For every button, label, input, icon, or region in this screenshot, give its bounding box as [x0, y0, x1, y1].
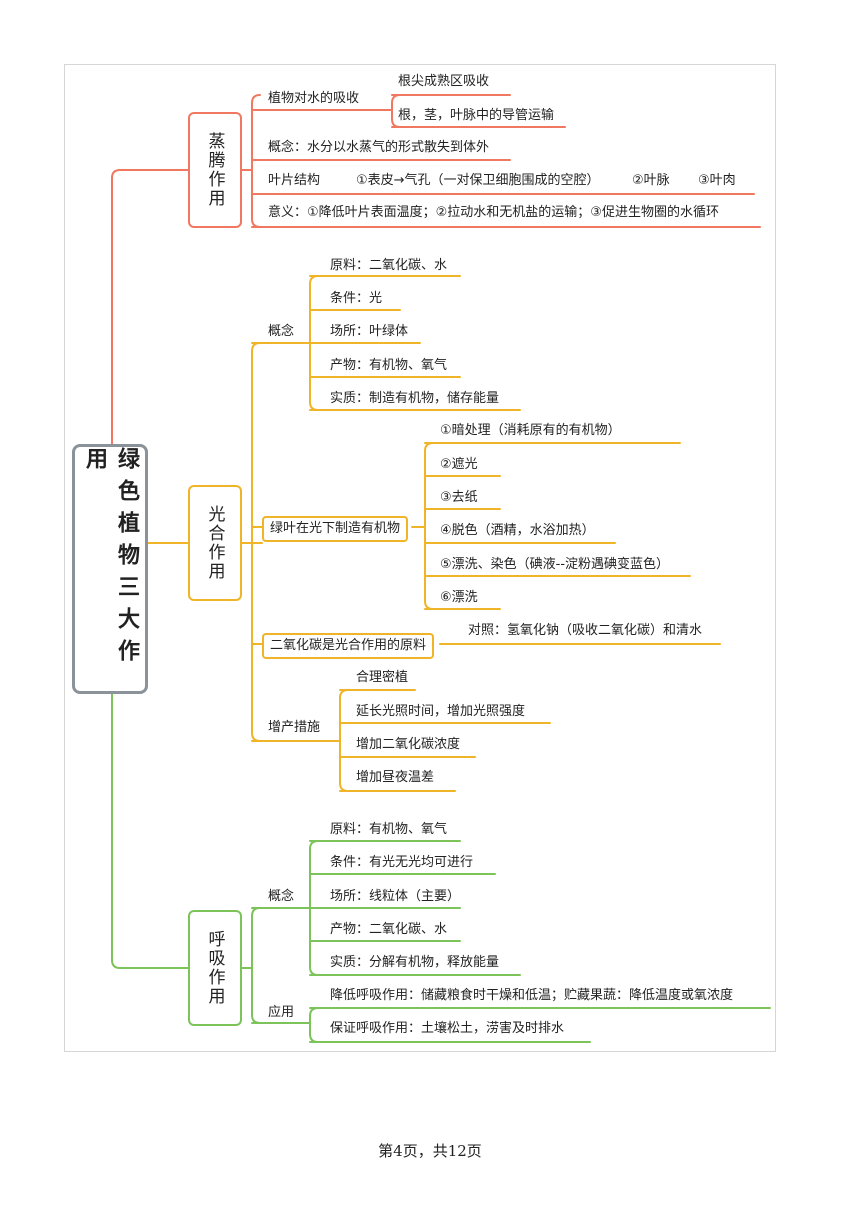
- leaf-structure-label: 叶片结构: [268, 173, 321, 188]
- absorb-label: 植物对水的吸收: [268, 91, 360, 106]
- resp-concept-item-1: 原料：有机物、氧气: [330, 822, 448, 837]
- page-footer: 第4页，共12页: [378, 1142, 482, 1160]
- experiment-step-4: ④脱色（酒精，水浴加热）: [440, 523, 595, 538]
- resp-concept-item-5: 实质：分解有机物，释放能量: [330, 955, 500, 970]
- leaf-part-3: ③叶肉: [698, 173, 736, 188]
- photo-concept-item-3: 场所：叶绿体: [330, 324, 409, 339]
- transpiration-title: 蒸腾作用: [204, 132, 225, 208]
- photo-concept-label: 概念: [268, 324, 295, 339]
- photo-concept-item-5: 实质：制造有机物，储存能量: [330, 391, 500, 406]
- application-item-2: 保证呼吸作用：土壤松土，涝害及时排水: [330, 1021, 565, 1036]
- experiment-step-1: ①暗处理（消耗原有的有机物）: [440, 423, 621, 438]
- absorb-item-2: 根，茎，叶脉中的导管运输: [398, 108, 555, 123]
- respiration-title: 呼吸作用: [204, 930, 225, 1006]
- yield-item-2: 延长光照时间，增加光照强度: [356, 704, 526, 719]
- experiment-step-5: ⑤漂洗、染色（碘液--淀粉遇碘变蓝色）: [440, 557, 670, 572]
- application-label: 应用: [268, 1005, 295, 1020]
- root-node: 绿色植物三大作用: [72, 444, 148, 694]
- co2-label: 二氧化碳是光合作用的原料: [262, 633, 435, 659]
- resp-concept-item-2: 条件：有光无光均可进行: [330, 855, 474, 870]
- transpiration-node: 蒸腾作用: [188, 112, 242, 228]
- diagram-frame: [64, 64, 776, 1052]
- yield-item-4: 增加昼夜温差: [356, 770, 435, 785]
- photo-concept-item-2: 条件：光: [330, 291, 383, 306]
- absorb-item-1: 根尖成熟区吸收: [398, 74, 490, 89]
- photosynthesis-title: 光合作用: [204, 505, 225, 581]
- co2-control: 对照：氢氧化钠（吸收二氧化碳）和清水: [468, 623, 703, 638]
- resp-concept-item-4: 产物：二氧化碳、水: [330, 922, 448, 937]
- experiment-step-3: ③去纸: [440, 490, 478, 505]
- application-item-1: 降低呼吸作用：储藏粮食时干燥和低温；贮藏果蔬：降低温度或氧浓度: [330, 988, 734, 1003]
- leaf-part-1: ①表皮→气孔（一对保卫细胞围成的空腔）: [356, 173, 600, 188]
- leaf-part-2: ②叶脉: [632, 173, 670, 188]
- transpiration-meaning: 意义：①降低叶片表面温度；②拉动水和无机盐的运输；③促进生物圈的水循环: [268, 205, 719, 220]
- photo-concept-item-4: 产物：有机物、氧气: [330, 358, 448, 373]
- experiment-label: 绿叶在光下制造有机物: [262, 516, 409, 542]
- photosynthesis-node: 光合作用: [188, 485, 242, 601]
- experiment-step-6: ⑥漂洗: [440, 590, 478, 605]
- photo-concept-item-1: 原料：二氧化碳、水: [330, 258, 448, 273]
- transpiration-concept: 概念：水分以水蒸气的形式散失到体外: [268, 140, 490, 155]
- yield-item-1: 合理密植: [356, 670, 409, 685]
- resp-concept-item-3: 场所：线粒体（主要）: [330, 889, 461, 904]
- respiration-node: 呼吸作用: [188, 910, 242, 1026]
- yield-item-3: 增加二氧化碳浓度: [356, 737, 461, 752]
- root-title: 绿色植物三大作用: [82, 447, 139, 671]
- experiment-step-2: ②遮光: [440, 457, 478, 472]
- resp-concept-label: 概念: [268, 889, 295, 904]
- yield-label: 增产措施: [268, 720, 321, 735]
